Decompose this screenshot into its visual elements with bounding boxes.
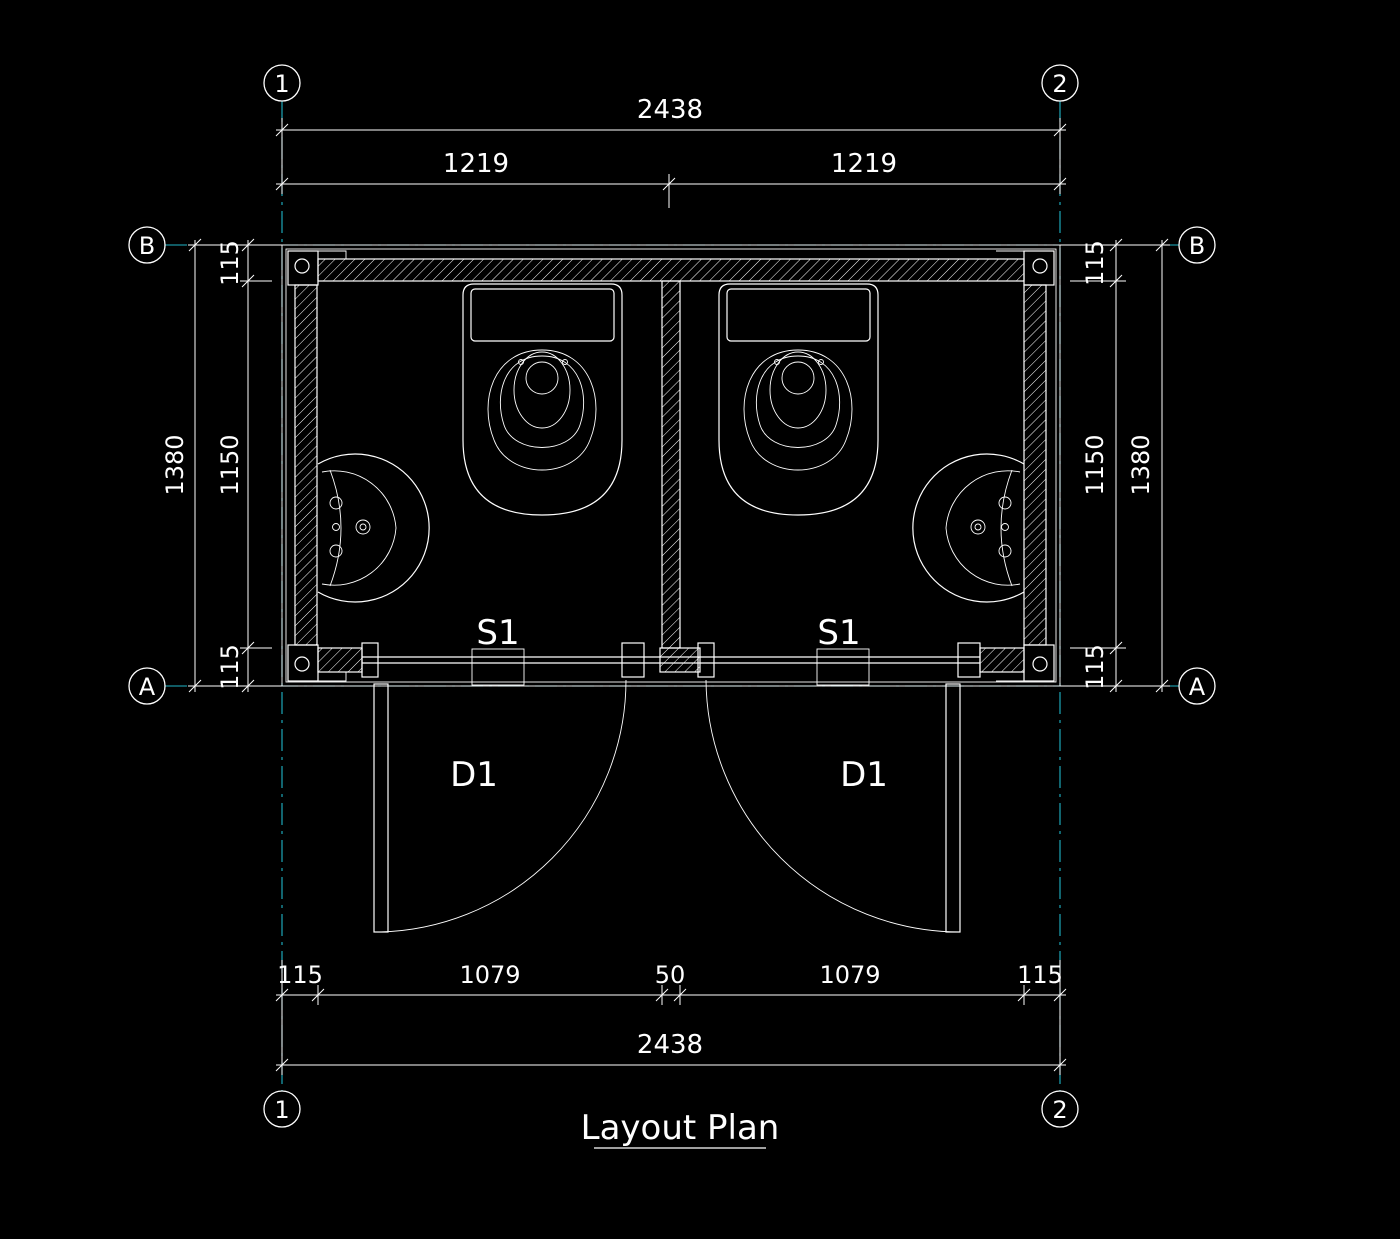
grid-bubble-a-right: A — [1178, 667, 1216, 705]
grid-bubble-1-bottom: 1 — [263, 1090, 301, 1128]
dimension-label: 115 — [1017, 961, 1063, 989]
window-s1-right — [816, 648, 870, 686]
dimension-label: 1380 — [1127, 434, 1155, 495]
grid-label: 1 — [274, 1096, 289, 1124]
top-dimension-chain: 2438 1219 1219 — [275, 95, 1067, 208]
door-right — [705, 679, 961, 933]
dimension-label: 1150 — [216, 434, 244, 495]
right-dimension-chain: 1150 1380 115 115 — [1060, 238, 1170, 693]
dimension-label: 2438 — [637, 1030, 703, 1060]
left-dimension-chain: 1380 1150 115 115 — [161, 238, 282, 693]
dimension-label: 1150 — [1081, 434, 1109, 495]
front-door-frame — [361, 642, 981, 678]
grid-label: 2 — [1052, 70, 1067, 98]
grid-label: B — [1189, 232, 1205, 260]
corner-castings — [287, 250, 1055, 682]
dimension-label: 2438 — [637, 95, 703, 125]
grid-label: B — [139, 232, 155, 260]
grid-bubble-b-right: B — [1178, 226, 1216, 264]
grid-bubble-2-bottom: 2 — [1041, 1090, 1079, 1128]
door-tag-right: D1 — [840, 755, 888, 795]
door-tag-left: D1 — [450, 755, 498, 795]
toilet-left — [462, 283, 623, 516]
grid-label: 2 — [1052, 1096, 1067, 1124]
dimension-label: 115 — [216, 644, 244, 690]
grid-bubble-2-top: 2 — [1041, 64, 1079, 102]
grid-label: 1 — [274, 70, 289, 98]
sink-right — [912, 453, 1025, 603]
grid-bubble-a-left: A — [128, 667, 166, 705]
dimension-label: 115 — [1081, 644, 1109, 690]
bottom-dimension-chain: 115 1079 50 1079 115 2438 — [275, 960, 1067, 1075]
drawing-title: Layout Plan — [581, 1108, 780, 1148]
window-s1-left — [471, 648, 525, 686]
dimension-label: 1219 — [831, 149, 897, 179]
dimension-label: 1079 — [819, 961, 880, 989]
dimension-label: 50 — [655, 961, 686, 989]
grid-label: A — [1189, 673, 1206, 701]
grid-bubble-1-top: 1 — [263, 64, 301, 102]
dimension-label: 1079 — [459, 961, 520, 989]
dimension-label: 1380 — [161, 434, 189, 495]
dimension-label: 115 — [1081, 240, 1109, 286]
sink-window-tag-left: S1 — [476, 613, 519, 653]
sink-window-tag-right: S1 — [817, 613, 860, 653]
dimension-label: 1219 — [443, 149, 509, 179]
toilet-right — [718, 283, 879, 516]
grid-bubble-b-left: B — [128, 226, 166, 264]
grid-label: A — [139, 673, 156, 701]
container-walls — [281, 244, 1061, 687]
dimension-label: 115 — [277, 961, 323, 989]
sink-left — [317, 453, 430, 603]
dimension-label: 115 — [216, 240, 244, 286]
door-left — [373, 679, 627, 933]
